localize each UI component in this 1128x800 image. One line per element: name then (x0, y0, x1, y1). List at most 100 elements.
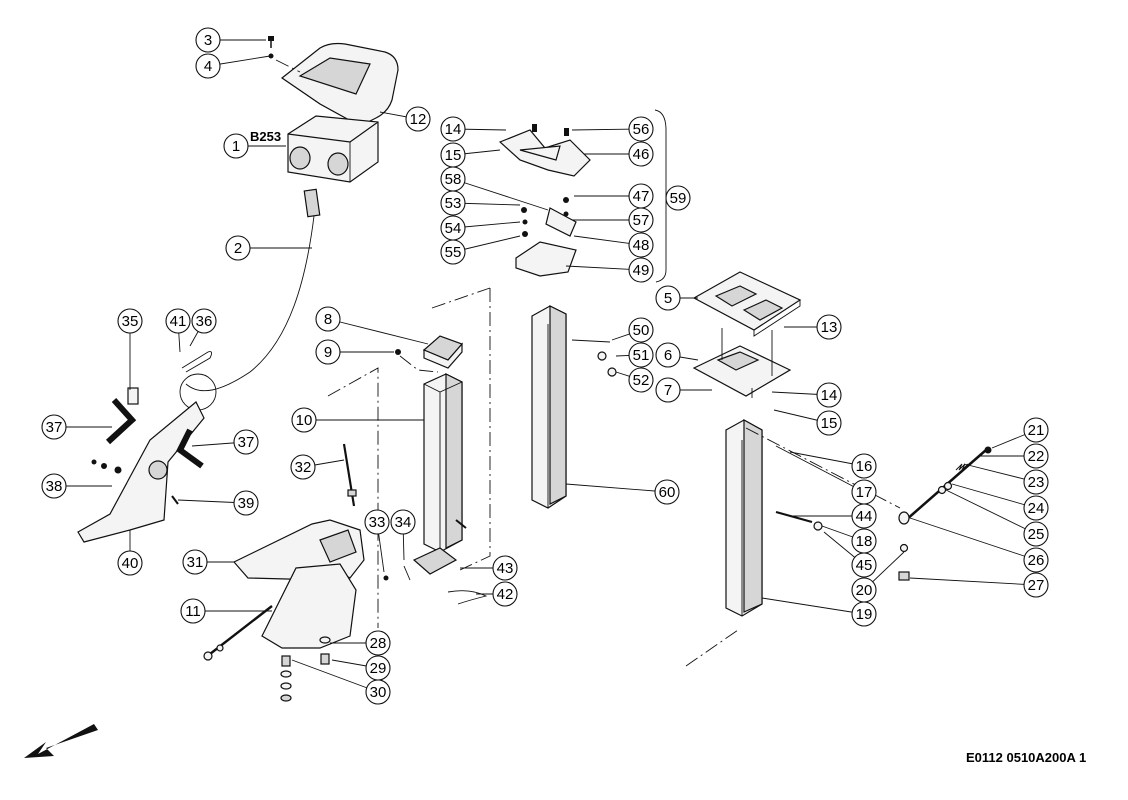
construction-lines (275, 59, 901, 667)
callout-label: 45 (856, 557, 873, 574)
callout-circle (195, 27, 221, 53)
post-part-10 (423, 373, 463, 553)
callout-label: 58 (445, 171, 462, 188)
callout-circle (117, 308, 143, 334)
callout-label: 40 (122, 555, 139, 572)
callout-c42: 42 (476, 581, 518, 607)
callout-label: 4 (204, 58, 212, 75)
callout-circle (440, 116, 466, 142)
callout-label: 54 (445, 220, 462, 237)
callout-c60: 60 (565, 479, 680, 505)
callout-circle (195, 53, 221, 79)
callout-label: 3 (204, 32, 212, 49)
callout-label: 36 (196, 313, 213, 330)
callout-circle (180, 598, 206, 624)
callout-circle (628, 116, 654, 142)
callout-c20: 20 (851, 551, 905, 603)
callout-circle (365, 630, 391, 656)
callout-c16: 16 (789, 451, 877, 479)
callout-circle (851, 552, 877, 578)
callout-label: 13 (821, 319, 838, 336)
callout-label: 2 (234, 240, 242, 257)
callout-c19: 19 (761, 597, 877, 627)
callout-c59: 59 (665, 185, 691, 211)
callout-circle (364, 509, 390, 535)
callout-label: 33 (369, 514, 386, 531)
callout-c58: 58 (440, 166, 549, 211)
callout-label: 7 (664, 382, 672, 399)
callout-c5: 5 (655, 285, 698, 311)
callout-c54: 54 (440, 215, 521, 241)
callout-c40: 40 (117, 530, 143, 576)
callout-c18: 18 (821, 525, 877, 554)
callout-label: 46 (633, 146, 650, 163)
callout-c3: 3 (195, 27, 266, 53)
callout-circle (492, 555, 518, 581)
callout-c12: 12 (379, 106, 431, 132)
callout-c49: 49 (565, 257, 654, 283)
callout-c50: 50 (611, 317, 654, 343)
leader-line (909, 577, 1037, 586)
callout-label: 24 (1028, 500, 1045, 517)
callout-label: 38 (46, 478, 63, 495)
callout-label: 35 (122, 313, 139, 330)
leader-line (789, 451, 865, 467)
callout-label: 8 (324, 311, 332, 328)
callout-c27: 27 (909, 572, 1049, 598)
callout-label: 52 (633, 372, 650, 389)
leader-line (775, 445, 865, 493)
leader-line (565, 483, 668, 493)
callout-circle (816, 382, 842, 408)
screw-part-3 (268, 36, 274, 59)
callout-label: 50 (633, 322, 650, 339)
callout-label: 34 (395, 514, 412, 531)
callout-circle (628, 141, 654, 167)
callout-circle (628, 232, 654, 258)
leader-line (761, 597, 865, 615)
callout-label: 22 (1028, 448, 1045, 465)
callout-label: 42 (497, 586, 514, 603)
callout-circle (816, 410, 842, 436)
callout-label: 26 (1028, 552, 1045, 569)
callout-circle (1023, 547, 1049, 573)
callout-c9: 9 (315, 339, 394, 365)
callout-label: 21 (1028, 422, 1045, 439)
callout-circle (365, 679, 391, 705)
callout-circle (1023, 469, 1049, 495)
callout-circle (655, 377, 681, 403)
callout-label: 56 (633, 121, 650, 138)
callout-circle (665, 185, 691, 211)
callout-c33: 33 (364, 509, 390, 573)
callout-c31: 31 (182, 549, 234, 575)
callout-label: 5 (664, 290, 672, 307)
callout-c36: 36 (189, 308, 217, 347)
callout-circle (628, 257, 654, 283)
callout-circle (165, 308, 191, 334)
callout-label: 16 (856, 458, 873, 475)
cap-part-8 (422, 335, 464, 369)
callout-circle (41, 473, 67, 499)
callout-label: 55 (445, 244, 462, 261)
callout-c21: 21 (991, 417, 1049, 449)
callout-label: 12 (410, 111, 427, 128)
callout-circle (290, 454, 316, 480)
leader-line (951, 483, 1037, 509)
callout-label: 25 (1028, 526, 1045, 543)
bracket-assembly-left (77, 351, 213, 543)
connector-tag: B253 (250, 129, 281, 144)
callout-circle (1023, 443, 1049, 469)
handle-part-31 (203, 443, 365, 702)
callout-label: 44 (856, 508, 873, 525)
callout-label: 17 (856, 484, 873, 501)
callout-circle (233, 490, 259, 516)
callout-circle (816, 314, 842, 340)
callout-c25: 25 (945, 489, 1049, 547)
callout-c7: 7 (655, 377, 712, 403)
callout-label: 27 (1028, 577, 1045, 594)
callout-label: 15 (821, 415, 838, 432)
hardware-parts-21-27 (898, 446, 992, 581)
callout-label: 43 (497, 560, 514, 577)
bracket-group-59 (498, 109, 667, 283)
callout-circle (628, 317, 654, 343)
